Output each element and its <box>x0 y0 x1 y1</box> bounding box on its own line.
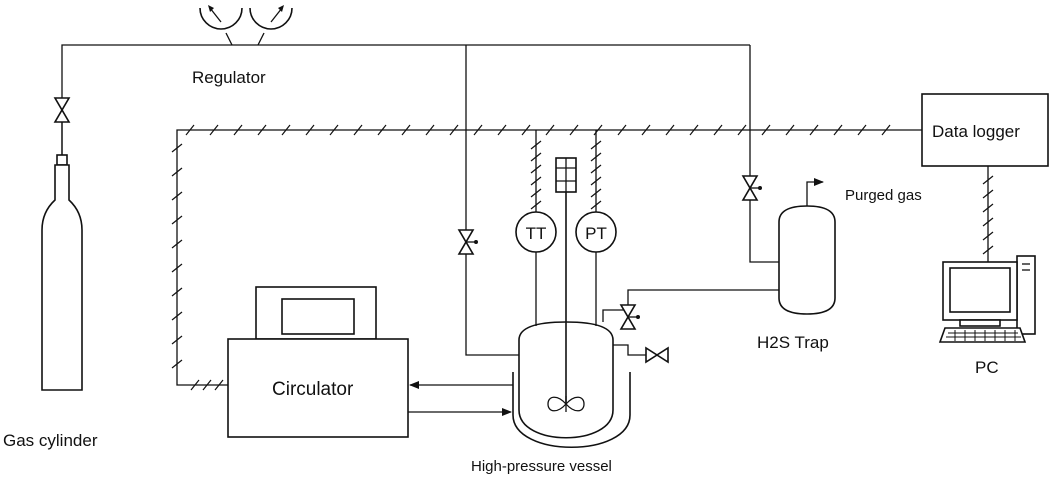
signal-hatch <box>881 124 891 136</box>
pc-label: PC <box>975 358 999 377</box>
signal-hatch <box>233 124 243 136</box>
valve-icon <box>619 304 640 330</box>
signal-hatch <box>761 124 771 136</box>
signal-hatch <box>377 124 387 136</box>
signal-hatch <box>171 239 183 249</box>
valve-icon <box>53 97 71 123</box>
h2s-trap <box>778 178 836 315</box>
signal-hatch <box>171 311 183 321</box>
h2s-trap-label: H2S Trap <box>757 333 829 352</box>
signal-hatch <box>665 124 675 136</box>
signal-hatch <box>530 152 542 162</box>
gauge-icon <box>249 5 293 30</box>
pt-label: PT <box>585 224 607 243</box>
signal-hatch <box>809 124 819 136</box>
signal-hatch <box>530 176 542 186</box>
signal-hatch <box>982 175 994 185</box>
pressure-transmitter <box>575 211 617 253</box>
signal-hatch <box>171 287 183 297</box>
signal-hatch <box>521 124 531 136</box>
impeller-icon <box>547 396 585 412</box>
signal-hatch <box>689 124 699 136</box>
signal-hatch <box>530 200 542 210</box>
signal-bus <box>171 124 994 391</box>
valve-icon <box>741 175 762 201</box>
data-logger <box>921 93 1049 167</box>
signal-hatch <box>209 124 219 136</box>
valve-icon <box>645 346 669 364</box>
data-logger-label: Data logger <box>932 122 1020 141</box>
signal-hatch <box>982 189 994 199</box>
signal-hatch <box>171 263 183 273</box>
signal-hatch <box>737 124 747 136</box>
signal-hatch <box>171 143 183 153</box>
signal-hatch <box>185 124 195 136</box>
gas-supply-line <box>61 44 779 356</box>
signal-hatch <box>497 124 507 136</box>
signal-hatch <box>401 124 411 136</box>
signal-hatch <box>982 203 994 213</box>
signal-hatch <box>425 124 435 136</box>
valve-icon <box>457 229 478 255</box>
signal-hatch <box>171 335 183 345</box>
vent-line <box>602 289 779 330</box>
gas-cylinder-icon <box>41 97 83 391</box>
signal-hatch <box>982 231 994 241</box>
signal-hatch <box>590 152 602 162</box>
signal-hatch <box>530 164 542 174</box>
signal-hatch <box>353 124 363 136</box>
circulation-lines <box>408 381 513 416</box>
signal-hatch <box>281 124 291 136</box>
signal-hatch <box>171 215 183 225</box>
regulator-label: Regulator <box>192 68 266 87</box>
signal-hatch <box>590 176 602 186</box>
signal-hatch <box>785 124 795 136</box>
signal-hatch <box>473 124 483 136</box>
gas-cylinder-label: Gas cylinder <box>3 431 98 450</box>
signal-hatch <box>329 124 339 136</box>
signal-hatch <box>590 164 602 174</box>
high-pressure-vessel <box>512 157 669 448</box>
signal-hatch <box>545 124 555 136</box>
purged-gas-label: Purged gas <box>845 187 922 204</box>
signal-hatch <box>982 245 994 255</box>
gauge-icon <box>199 5 243 30</box>
signal-hatch <box>590 140 602 150</box>
signal-hatch <box>190 379 200 391</box>
stirrer-motor-icon <box>555 157 577 193</box>
signal-hatch <box>257 124 267 136</box>
tt-label: TT <box>526 224 547 243</box>
signal-hatch <box>641 124 651 136</box>
signal-hatch <box>833 124 843 136</box>
signal-hatch <box>593 124 603 136</box>
circulator <box>227 286 409 438</box>
computer-icon <box>938 255 1036 343</box>
signal-hatch <box>214 379 224 391</box>
signal-hatch <box>202 379 212 391</box>
signal-hatch <box>171 191 183 201</box>
signal-hatch <box>171 167 183 177</box>
signal-hatch <box>305 124 315 136</box>
signal-hatch <box>982 217 994 227</box>
signal-hatch <box>569 124 579 136</box>
signal-hatch <box>857 124 867 136</box>
signal-hatch <box>617 124 627 136</box>
signal-hatch <box>590 200 602 210</box>
signal-hatch <box>530 140 542 150</box>
signal-hatch <box>449 124 459 136</box>
circulator-label: Circulator <box>272 379 354 400</box>
signal-hatch <box>590 188 602 198</box>
temperature-transmitter <box>515 211 557 253</box>
signal-hatch <box>713 124 723 136</box>
vessel-label: High-pressure vessel <box>471 458 612 475</box>
regulator <box>199 5 293 46</box>
signal-hatch <box>530 188 542 198</box>
signal-hatch <box>171 359 183 369</box>
